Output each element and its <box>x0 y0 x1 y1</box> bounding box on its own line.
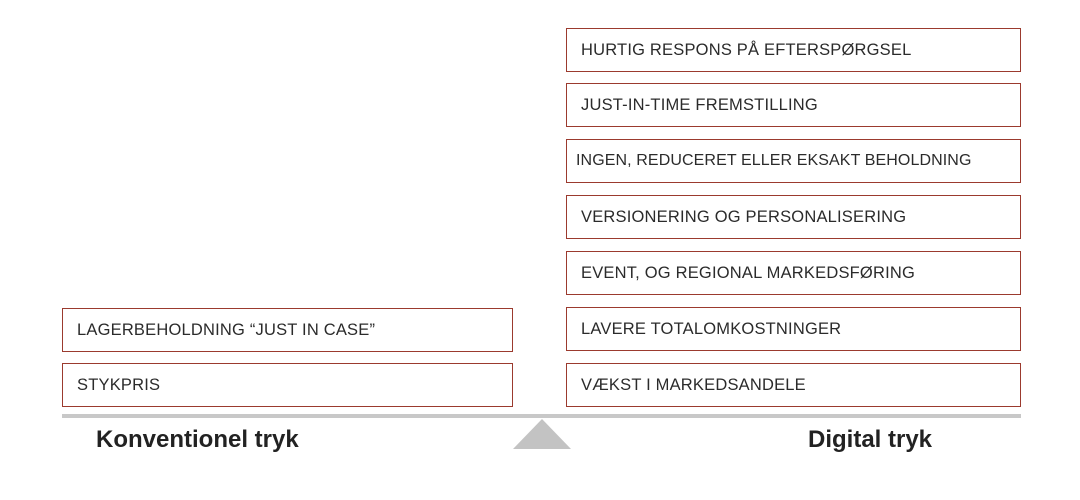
conventional-print-title: Konventionel tryk <box>96 426 299 453</box>
digital-item-event-marketing: EVENT, OG REGIONAL MARKEDSFØRING <box>566 251 1021 295</box>
digital-print-title: Digital tryk <box>808 426 933 453</box>
digital-item-just-in-time: JUST-IN-TIME FREMSTILLING <box>566 83 1021 127</box>
digital-item-reduced-inventory: INGEN, REDUCERET ELLER EKSAKT BEHOLDNING <box>566 139 1021 183</box>
conventional-print-stack: LAGERBEHOLDNING “JUST IN CASE” STYKPRIS <box>62 308 513 407</box>
digital-item-versioning: VERSIONERING OG PERSONALISERING <box>566 195 1021 239</box>
digital-print-stack: HURTIG RESPONS PÅ EFTERSPØRGSEL JUST-IN-… <box>566 28 1021 407</box>
conventional-item-stock-just-in-case: LAGERBEHOLDNING “JUST IN CASE” <box>62 308 513 352</box>
digital-item-lower-costs: LAVERE TOTALOMKOSTNINGER <box>566 307 1021 351</box>
digital-item-fast-response: HURTIG RESPONS PÅ EFTERSPØRGSEL <box>566 28 1021 72</box>
scale-fulcrum-triangle <box>513 419 571 449</box>
scale-beam <box>62 414 1021 418</box>
conventional-item-unit-price: STYKPRIS <box>62 363 513 407</box>
digital-item-market-share: VÆKST I MARKEDSANDELE <box>566 363 1021 407</box>
